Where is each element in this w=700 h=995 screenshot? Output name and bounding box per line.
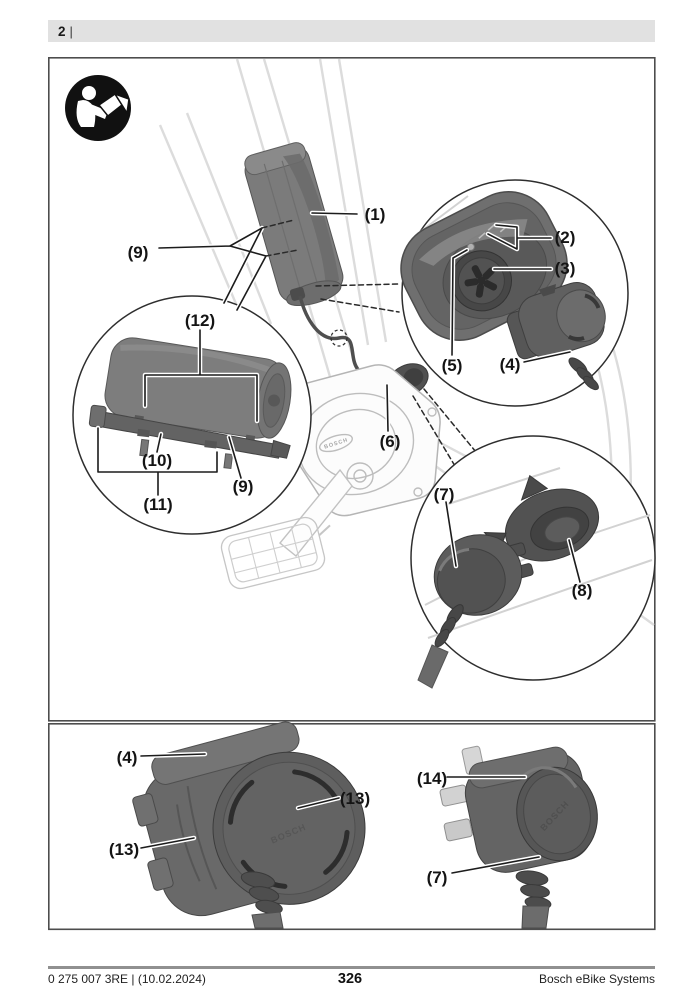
page-number-separator: | [69, 23, 73, 39]
callout-6: (6) [380, 382, 401, 451]
callout-label-6: (6) [380, 432, 401, 451]
footer-brand: Bosch eBike Systems [538, 972, 655, 986]
callout-label-4-bottom: (4) [117, 748, 138, 767]
callout-label-7-circle: (7) [434, 485, 455, 504]
drive-unit-illustration: BOSCH [279, 364, 441, 557]
callouts: (1) (2) (3) (5) (4) [95, 205, 593, 887]
page-header-bar: 2 | [48, 20, 655, 42]
callout-7-bottom: (7) [427, 854, 542, 887]
callout-9-top: (9) [128, 219, 299, 313]
read-manual-icon [65, 75, 131, 141]
callout-11: (11) [95, 425, 220, 514]
callout-3: (3) [491, 259, 576, 278]
charge-plug-detail-circle [410, 435, 656, 689]
callout-label-13-right: (13) [340, 789, 370, 808]
callout-label-9-top: (9) [128, 243, 149, 262]
callout-13-left: (13) [109, 835, 197, 859]
mains-plug-cable [515, 870, 552, 929]
charger-plug-front-cable [240, 871, 284, 929]
footer-page-number: 326 [337, 971, 363, 987]
callout-label-4-top: (4) [500, 355, 521, 374]
callout-label-9-circle: (9) [233, 477, 254, 496]
footer-doc-number: 0 275 007 3RE | (10.02.2024) [48, 972, 206, 986]
charge-plug-cable [417, 604, 464, 689]
callout-label-13-left: (13) [109, 840, 139, 859]
callout-label-11: (11) [143, 495, 172, 514]
callout-label-10: (10) [142, 451, 172, 470]
callout-7-circle: (7) [434, 485, 459, 569]
callout-label-3: (3) [555, 259, 576, 278]
callout-13-right: (13) [295, 789, 370, 811]
footer-rule [48, 966, 655, 969]
callout-label-8: (8) [572, 581, 593, 600]
callout-label-2: (2) [555, 228, 576, 247]
port-cover-open-illustration [483, 474, 600, 562]
dashed-projection-lines [315, 283, 477, 467]
callout-12: (12) [142, 311, 260, 424]
callout-4-top: (4) [500, 349, 573, 374]
callout-2: (2) [485, 222, 576, 252]
mounting-rail-illustration [88, 404, 291, 470]
callout-10: (10) [142, 431, 172, 470]
charger-plug-small-cable [568, 357, 599, 391]
callout-9-circle: (9) [226, 434, 254, 496]
charger-plug-small-illustration [506, 282, 606, 360]
callout-4-bottom: (4) [117, 748, 208, 767]
pedal-illustration [220, 516, 331, 590]
mains-plug-illustration: BOSCH [439, 745, 598, 929]
callout-label-12: (12) [185, 311, 215, 330]
callout-label-1: (1) [365, 205, 386, 224]
battery-mount-detail-circle [72, 295, 312, 535]
callout-8: (8) [566, 537, 593, 600]
page-number: 2 [58, 23, 66, 39]
callout-1: (1) [309, 205, 386, 224]
charge-port-detail-circle [400, 179, 629, 407]
callout-5: (5) [442, 247, 470, 375]
callout-14: (14) [417, 769, 528, 788]
callout-label-7-bottom: (7) [427, 868, 448, 887]
callout-label-14: (14) [417, 769, 447, 788]
charger-plug-front-illustration: BOSCH [132, 721, 366, 929]
callout-label-5: (5) [442, 356, 463, 375]
